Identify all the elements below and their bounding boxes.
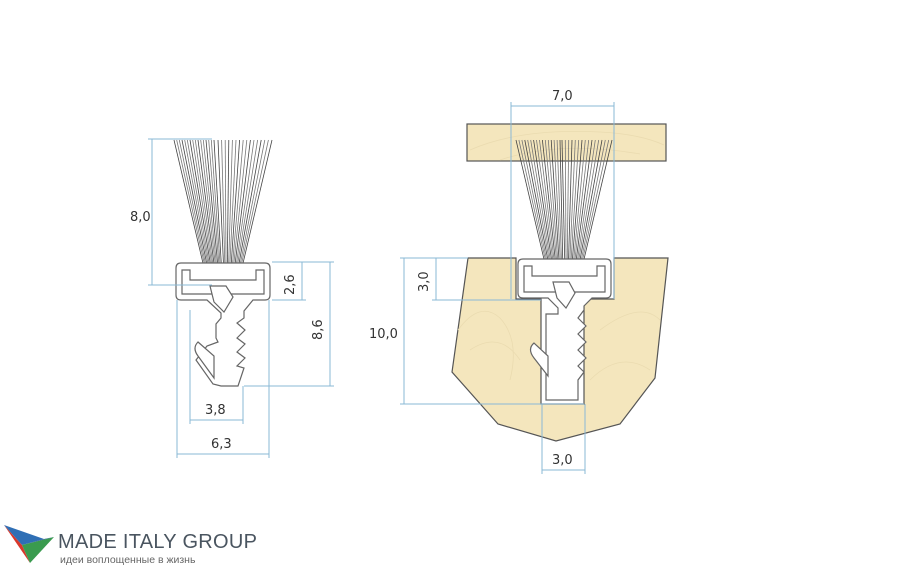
bristle — [208, 139, 221, 277]
bristle — [205, 139, 220, 277]
bristle — [232, 139, 248, 277]
left-dimensions — [148, 138, 334, 458]
bristle — [580, 139, 613, 273]
bristle — [536, 139, 555, 273]
bristle — [192, 139, 214, 277]
bristle — [210, 139, 222, 277]
right-profile-channel — [523, 265, 606, 293]
bristle — [572, 139, 586, 273]
bristle — [213, 139, 223, 277]
dim-total-height: 8,6 — [311, 319, 326, 340]
bristle — [530, 139, 553, 273]
bristle — [542, 139, 557, 273]
bristle — [518, 139, 549, 273]
bristle — [238, 139, 269, 277]
bristle — [547, 139, 560, 273]
logo-green-wing-icon — [22, 537, 54, 563]
brand-tagline: идеи воплощенные в жизнь — [60, 554, 196, 566]
bristle — [577, 139, 603, 273]
bristle — [217, 139, 225, 277]
dim-groove-width: 3,0 — [552, 453, 573, 468]
bristle — [576, 139, 600, 273]
bristle — [575, 139, 596, 273]
dim-base-height: 2,6 — [283, 274, 298, 295]
logo-red-wing-icon — [4, 525, 30, 563]
bristle — [197, 139, 216, 277]
right-bristles — [515, 139, 613, 273]
brand-logo — [4, 525, 54, 563]
right-view: 7,0 3,0 10,0 3,0 — [369, 89, 669, 474]
bristle — [226, 139, 230, 277]
left-bristles — [173, 139, 273, 277]
bristle — [527, 139, 552, 273]
bristle — [176, 139, 208, 277]
dim-stem-width: 3,8 — [205, 403, 226, 418]
bristle — [200, 139, 218, 277]
bristle — [571, 139, 583, 273]
right-dimensions — [400, 102, 615, 474]
bristle — [194, 139, 215, 277]
bristle — [184, 139, 211, 277]
bristle — [173, 139, 207, 277]
bristle — [231, 139, 244, 277]
right-profile — [517, 258, 612, 401]
bristle — [189, 139, 213, 277]
bristle — [202, 139, 219, 277]
bristle — [181, 139, 210, 277]
bristle — [221, 139, 226, 277]
bristle — [568, 139, 576, 273]
bristle — [539, 139, 556, 273]
dim-groove-depth-small: 3,0 — [417, 271, 432, 292]
left-view: 8,0 2,6 8,6 3,8 6,3 — [130, 138, 334, 458]
bristle — [239, 139, 273, 277]
bristle — [521, 139, 550, 273]
bristle — [228, 139, 237, 277]
dim-total-width: 6,3 — [211, 437, 232, 452]
left-profile-wedge — [209, 285, 234, 313]
right-profile-hook — [529, 342, 549, 378]
dim-bristle-height: 8,0 — [130, 210, 151, 225]
bristle — [564, 139, 567, 273]
bristle — [553, 139, 562, 273]
bristle — [573, 139, 590, 273]
bristle — [566, 139, 570, 273]
bristle — [559, 139, 564, 273]
bristle — [579, 139, 610, 273]
top-board — [466, 123, 667, 162]
left-profile-channel — [181, 269, 265, 295]
bristle — [524, 139, 551, 273]
logo-blue-wing-icon — [4, 525, 44, 545]
dim-groove-depth: 10,0 — [369, 327, 398, 342]
brand-name: MADE ITALY GROUP — [58, 531, 258, 553]
right-profile-wedge — [552, 281, 576, 310]
bristle — [236, 139, 262, 277]
left-profile-hook — [194, 341, 215, 380]
bristle — [578, 139, 606, 273]
bristle — [556, 139, 563, 273]
bristle — [237, 139, 266, 277]
logo-dark-wing-icon — [22, 537, 54, 545]
bristle — [569, 139, 580, 273]
bristle — [227, 139, 233, 277]
bristle — [567, 139, 573, 273]
bristle — [515, 139, 548, 273]
bristle — [550, 139, 561, 273]
bristle — [561, 139, 566, 273]
bristle — [234, 139, 255, 277]
bristle — [233, 139, 251, 277]
bristle — [574, 139, 593, 273]
bristle — [178, 139, 209, 277]
bristle — [544, 139, 559, 273]
bristle — [224, 139, 227, 277]
bristle — [186, 139, 212, 277]
dim-top-width: 7,0 — [552, 89, 573, 104]
bristle — [533, 139, 554, 273]
bristle — [230, 139, 240, 277]
bristle — [235, 139, 258, 277]
